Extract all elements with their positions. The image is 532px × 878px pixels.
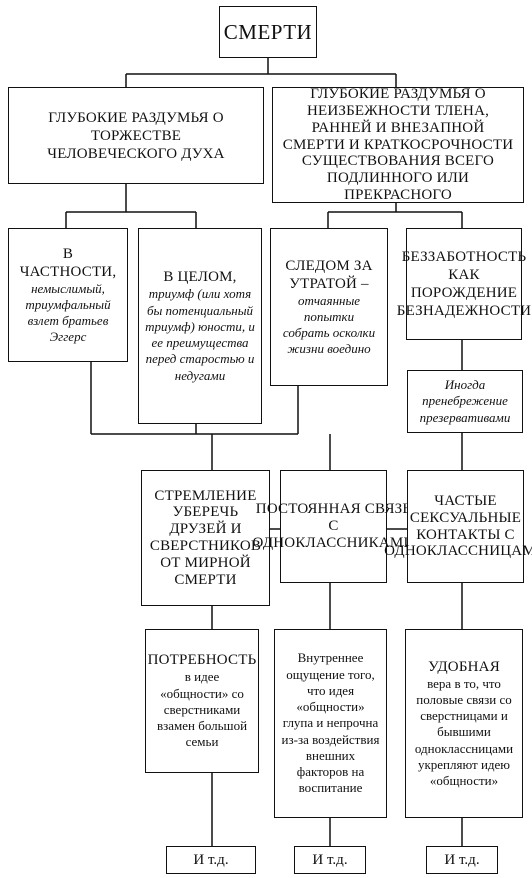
convenient-belief-head: УДОБНАЯ [428,658,500,675]
in-general-body: триумф (или хотя бы потенциальный триумф… [145,286,255,383]
carelessness-text: БЕЗЗАБОТНОСТЬ КАК ПОРОЖДЕНИЕ БЕЗНАДЕЖНОС… [396,249,532,319]
reflection-triumph-box: ГЛУБОКИЕ РАЗДУМЬЯ О ТОРЖЕСТВЕ ЧЕЛОВЕЧЕСК… [8,87,264,184]
protect-friends-box: СТРЕМЛЕНИЕ УБЕРЕЧЬ ДРУЗЕЙ И СВЕРСТНИКОВ … [141,470,270,606]
inner-feeling-box: Внутреннее ощущение того, что идея «общн… [274,629,387,818]
need-head: ПОТРЕБНОСТЬ [147,652,257,669]
carelessness-box: БЕЗЗАБОТНОСТЬ КАК ПОРОЖДЕНИЕ БЕЗНАДЕЖНОС… [397,228,531,340]
inner-feeling-body: Внутреннее ощущение того, что идея «общн… [281,650,380,796]
convenient-belief-body: вера в то, что половые связи со сверстни… [414,675,514,789]
protect-friends-text: СТРЕМЛЕНИЕ УБЕРЕЧЬ ДРУЗЕЙ И СВЕРСТНИКОВ … [149,487,262,588]
after-loss-box: СЛЕДОМ ЗА УТРАТОЙ – отчаянные попытки со… [270,228,388,386]
need-body: в идее «общности» со сверстниками взамен… [156,669,248,750]
reflection-decay-box: ГЛУБОКИЕ РАЗДУМЬЯ О НЕИЗБЕЖНОСТИ ТЛЕНА, … [272,86,524,203]
reflection-triumph-text: ГЛУБОКИЕ РАЗДУМЬЯ О ТОРЖЕСТВЕ ЧЕЛОВЕЧЕСК… [47,109,225,162]
convenient-belief-box: УДОБНАЯ вера в то, что половые связи со … [405,629,523,818]
sometimes-text: Иногда пренебрежение презервативами [419,377,511,425]
classmates-connection-box: ПОСТОЯННАЯ СВЯЗЬ С ОДНОКЛАССНИКАМИ [253,470,414,583]
in-general-head: В ЦЕЛОМ, [163,269,237,286]
etc-text-1: И т.д. [193,851,229,868]
in-particular-body: немыслимый, триумфальный взлет братьев Э… [25,280,111,345]
after-loss-body: отчаянные попытки собрать осколки жизни … [282,292,376,357]
in-particular-box: В ЧАСТНОСТИ, немыслимый, триумфальный вз… [8,228,128,362]
top-death-box: СМЕРТИ [219,6,317,58]
etc-text-3: И т.д. [444,851,480,868]
need-box: ПОТРЕБНОСТЬ в идее «общности» со сверстн… [145,629,259,773]
reflection-decay-text: ГЛУБОКИЕ РАЗДУМЬЯ О НЕИЗБЕЖНОСТИ ТЛЕНА, … [282,86,514,203]
sexual-contacts-text: ЧАСТЫЕ СЕКСУАЛЬНЫЕ КОНТАКТЫ С ОДНОКЛАССН… [384,492,532,560]
etc-box-1: И т.д. [166,846,256,874]
in-particular-head: В ЧАСТНОСТИ, [19,245,117,280]
sexual-contacts-box: ЧАСТЫЕ СЕКСУАЛЬНЫЕ КОНТАКТЫ С ОДНОКЛАССН… [384,470,532,583]
in-general-box: В ЦЕЛОМ, триумф (или хотя бы потенциальн… [138,228,262,424]
etc-box-3: И т.д. [426,846,498,874]
etc-text-2: И т.д. [312,851,348,868]
classmates-connection-text: ПОСТОЯННАЯ СВЯЗЬ С ОДНОКЛАССНИКАМИ [252,501,415,551]
sometimes-box: Иногда пренебрежение презервативами [407,370,523,433]
top-title: СМЕРТИ [223,19,313,44]
etc-box-2: И т.д. [294,846,366,874]
after-loss-head: СЛЕДОМ ЗА УТРАТОЙ – [285,257,373,292]
